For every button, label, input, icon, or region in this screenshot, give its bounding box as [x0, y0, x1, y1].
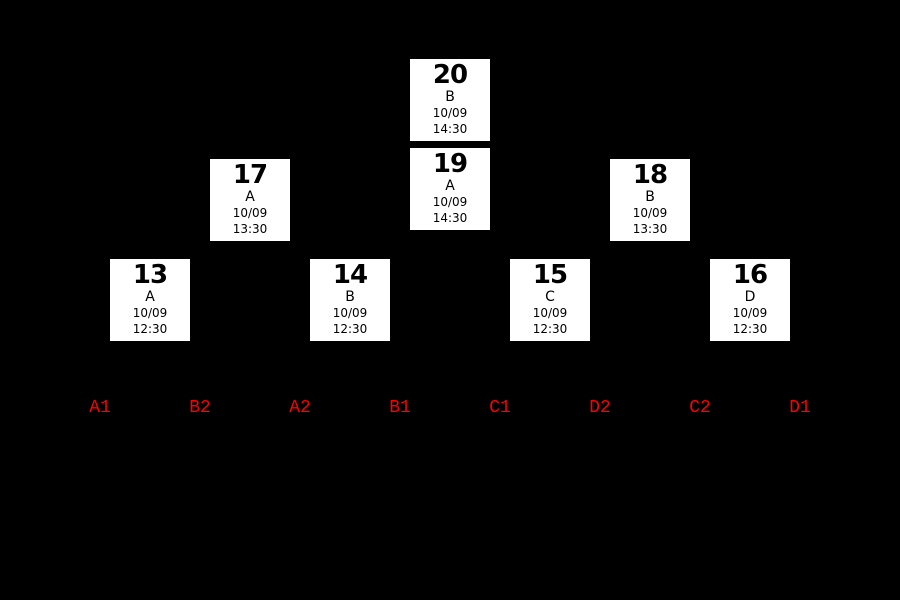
match-box-15[interactable]: 15 C 10/09 12:30: [510, 259, 590, 341]
match-time: 12:30: [732, 322, 768, 336]
seed-label-b1: B1: [389, 398, 411, 418]
match-box-18[interactable]: 18 B 10/09 13:30: [610, 159, 690, 241]
match-time: 12:30: [332, 322, 368, 336]
match-number: 17: [232, 160, 268, 190]
match-box-19[interactable]: 19 A 10/09 14:30: [410, 148, 490, 230]
seed-label-c2: C2: [689, 398, 711, 418]
match-number: 20: [432, 60, 468, 90]
seed-label-b2: B2: [189, 398, 211, 418]
match-time: 12:30: [532, 322, 568, 336]
match-box-13[interactable]: 13 A 10/09 12:30: [110, 259, 190, 341]
seed-label-a2: A2: [289, 398, 311, 418]
match-box-16[interactable]: 16 D 10/09 12:30: [710, 259, 790, 341]
match-time: 14:30: [432, 211, 468, 225]
match-court: A: [245, 189, 255, 205]
match-number: 15: [532, 260, 568, 290]
match-court: B: [345, 289, 355, 305]
match-number: 14: [332, 260, 368, 290]
match-time: 13:30: [632, 222, 668, 236]
seed-label-d2: D2: [589, 398, 611, 418]
match-box-17[interactable]: 17 A 10/09 13:30: [210, 159, 290, 241]
match-time: 13:30: [232, 222, 268, 236]
match-date: 10/09: [132, 306, 168, 320]
seed-label-a1: A1: [89, 398, 111, 418]
seed-label-d1: D1: [789, 398, 811, 418]
match-number: 13: [132, 260, 168, 290]
match-time: 12:30: [132, 322, 168, 336]
match-court: A: [145, 289, 155, 305]
match-number: 19: [432, 149, 468, 179]
match-court: A: [445, 178, 455, 194]
match-date: 10/09: [332, 306, 368, 320]
match-date: 10/09: [632, 206, 668, 220]
match-date: 10/09: [432, 195, 468, 209]
match-number: 18: [632, 160, 668, 190]
match-date: 10/09: [532, 306, 568, 320]
match-box-14[interactable]: 14 B 10/09 12:30: [310, 259, 390, 341]
match-time: 14:30: [432, 122, 468, 136]
match-date: 10/09: [732, 306, 768, 320]
match-court: C: [545, 289, 555, 305]
match-box-20[interactable]: 20 B 10/09 14:30: [410, 59, 490, 141]
match-number: 16: [732, 260, 768, 290]
match-court: B: [645, 189, 655, 205]
seed-label-c1: C1: [489, 398, 511, 418]
match-date: 10/09: [232, 206, 268, 220]
match-date: 10/09: [432, 106, 468, 120]
match-court: D: [744, 289, 756, 305]
match-court: B: [445, 89, 455, 105]
